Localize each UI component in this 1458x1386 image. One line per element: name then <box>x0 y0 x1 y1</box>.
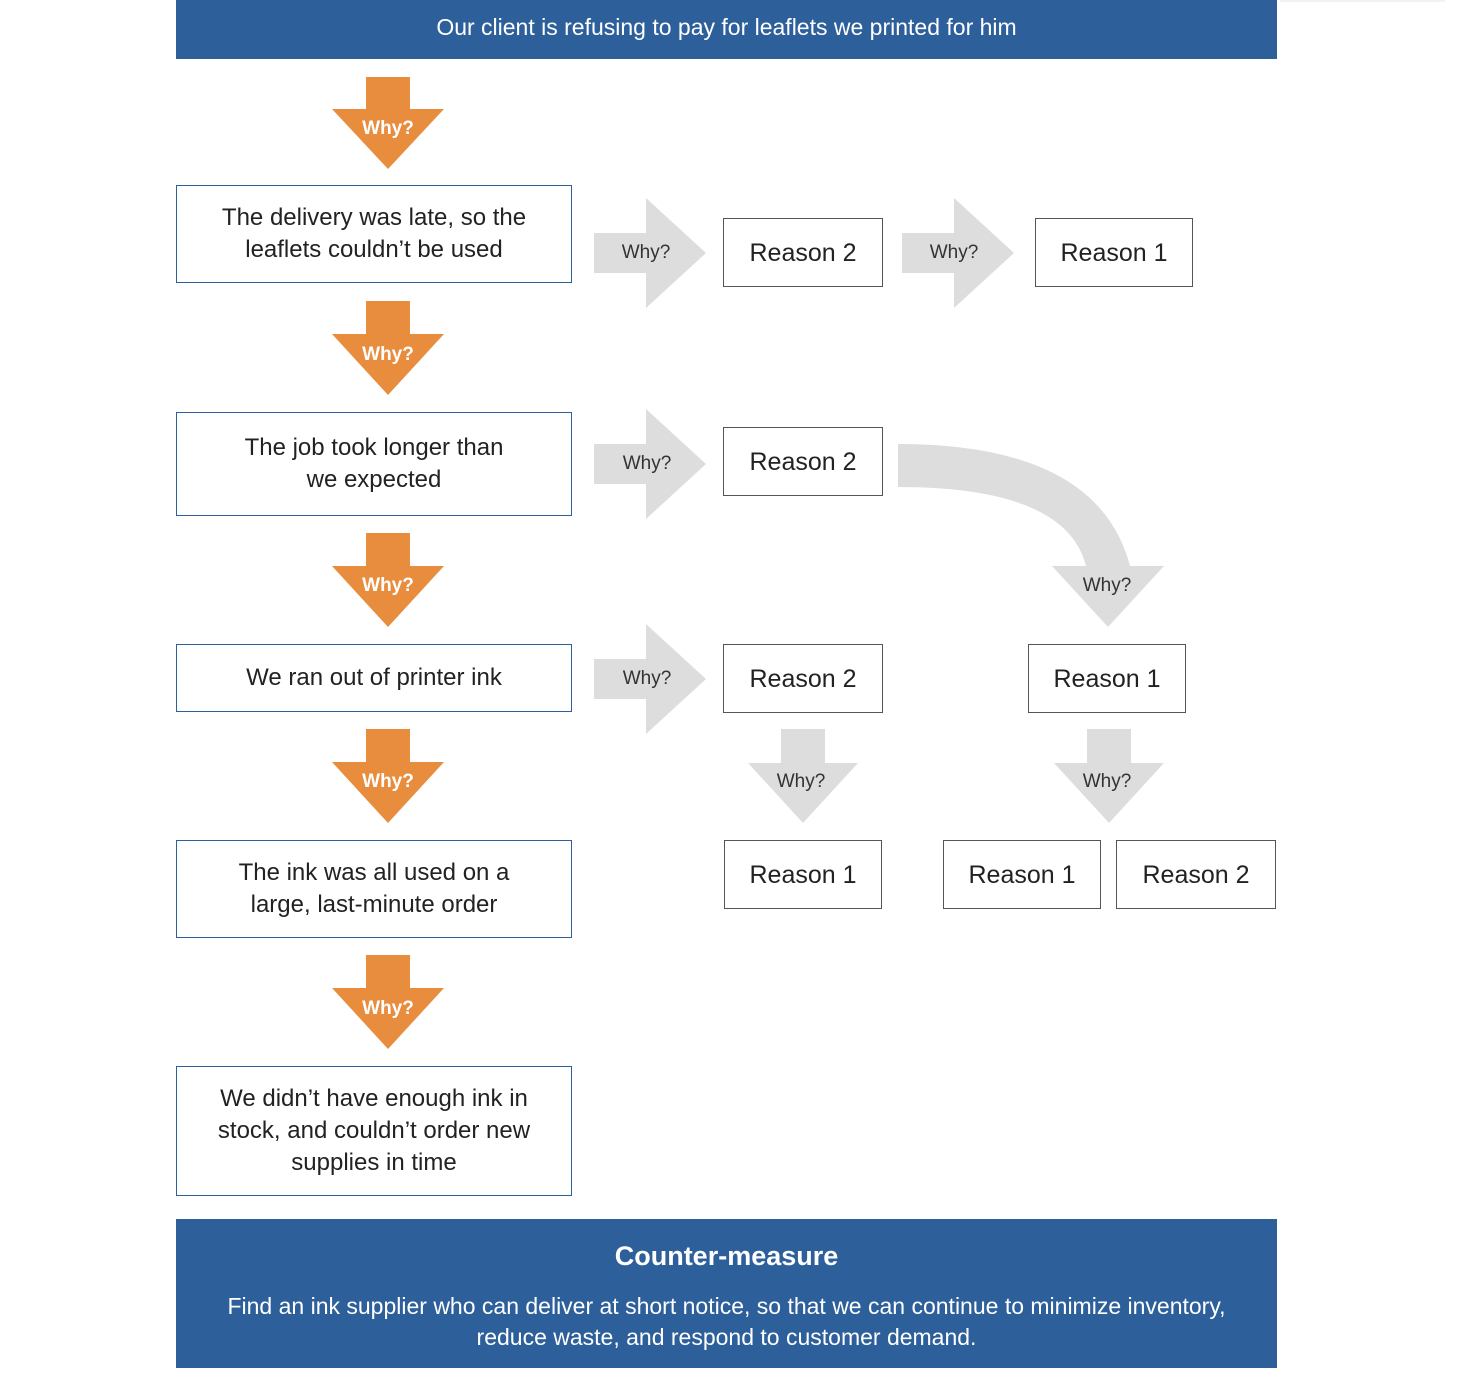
reason-box-row2-a: Reason 2 <box>723 427 883 496</box>
grey-right-arrow-2 <box>594 409 706 519</box>
why-label-orange-2: Why? <box>362 344 414 365</box>
reason-text-row1-b: Reason 1 <box>1060 238 1168 267</box>
cause-box-4: The ink was all used on a large, last-mi… <box>176 840 572 938</box>
cause-text-2: The job took longer than we expected <box>244 434 504 493</box>
reason-box-row4-c: Reason 2 <box>1116 840 1276 909</box>
countermeasure-text: Find an ink supplier who can deliver at … <box>227 1293 1226 1350</box>
reason-text-row1-a: Reason 2 <box>749 238 857 267</box>
cause-box-5: We didn’t have enough ink in stock, and … <box>176 1066 572 1196</box>
why-label-grey-2: Why? <box>622 453 672 474</box>
why-label-grey-1a: Why? <box>621 242 671 263</box>
reason-box-row1-b: Reason 1 <box>1035 218 1193 287</box>
reason-box-row3-b: Reason 1 <box>1028 644 1186 713</box>
cause-text-5: We didn’t have enough ink in stock, and … <box>217 1085 531 1176</box>
cause-box-2: The job took longer than we expected <box>176 412 572 516</box>
cause-text-4: The ink was all used on a large, last-mi… <box>238 859 510 918</box>
why-label-grey-down-b: Why? <box>1082 771 1132 792</box>
cause-text-3: We ran out of printer ink <box>246 664 502 691</box>
why-label-grey-3: Why? <box>622 668 672 689</box>
grey-curved-arrow <box>898 444 1164 627</box>
cause-text-1: The delivery was late, so the leaflets c… <box>221 204 527 263</box>
orange-down-arrow-2 <box>332 301 444 395</box>
grey-right-arrow-1a <box>594 198 706 308</box>
reason-text-row4-a: Reason 1 <box>749 860 857 889</box>
why-label-orange-4: Why? <box>362 771 414 792</box>
cause-box-3: We ran out of printer ink <box>176 644 572 712</box>
orange-down-arrow-5 <box>332 955 444 1049</box>
reason-text-row2-a: Reason 2 <box>749 447 857 476</box>
reason-text-row3-a: Reason 2 <box>749 664 857 693</box>
grey-down-arrow-a <box>748 729 858 823</box>
problem-statement: Our client is refusing to pay for leafle… <box>436 14 1017 40</box>
orange-down-arrow-3 <box>332 533 444 627</box>
problem-banner: Our client is refusing to pay for leafle… <box>176 0 1277 59</box>
cause-box-1: The delivery was late, so the leaflets c… <box>176 185 572 283</box>
why-label-grey-curved: Why? <box>1082 575 1132 596</box>
why-label-orange-5: Why? <box>362 998 414 1019</box>
reason-box-row4-a: Reason 1 <box>724 840 882 909</box>
grey-right-arrow-3 <box>594 624 706 734</box>
grey-right-arrow-1b <box>902 198 1014 308</box>
reason-text-row4-c: Reason 2 <box>1142 860 1250 889</box>
orange-down-arrow-4 <box>332 729 444 823</box>
why-label-grey-down-a: Why? <box>776 771 826 792</box>
countermeasure-banner: Counter-measure Find an ink supplier who… <box>176 1219 1277 1368</box>
why-label-grey-1b: Why? <box>929 242 979 263</box>
grey-down-arrow-b <box>1054 729 1164 823</box>
reason-text-row4-b: Reason 1 <box>968 860 1076 889</box>
reason-text-row3-b: Reason 1 <box>1053 664 1161 693</box>
faint-edge-divider <box>1280 0 1445 2</box>
why-label-orange-3: Why? <box>362 575 414 596</box>
orange-down-arrow-1 <box>332 77 444 169</box>
countermeasure-title: Counter-measure <box>614 1241 839 1271</box>
reason-box-row1-a: Reason 2 <box>723 218 883 287</box>
why-label-orange-1: Why? <box>362 118 414 139</box>
reason-box-row4-b: Reason 1 <box>943 840 1101 909</box>
reason-box-row3-a: Reason 2 <box>723 644 883 713</box>
